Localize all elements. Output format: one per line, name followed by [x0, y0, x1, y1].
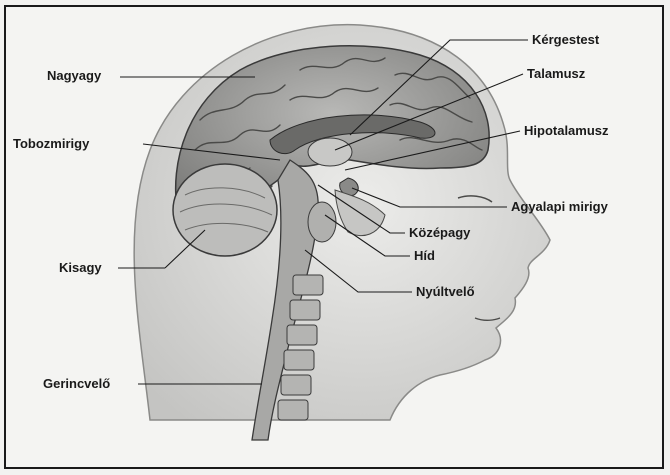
label-talamusz: Talamusz — [527, 66, 585, 82]
pons-shape — [308, 202, 336, 242]
label-hid: Híd — [414, 248, 435, 264]
thalamus-shape — [308, 138, 352, 166]
label-agyalapi-mirigy: Agyalapi mirigy — [511, 199, 608, 215]
label-kozepagy: Középagy — [409, 225, 470, 241]
label-tobozmirigy: Tobozmirigy — [13, 136, 89, 152]
label-nyultvelo: Nyúltvelő — [416, 284, 475, 300]
label-kisagy: Kisagy — [59, 260, 102, 276]
cerebellum-shape — [173, 164, 277, 256]
label-kergestest: Kérgestest — [532, 32, 599, 48]
label-nagyagy: Nagyagy — [47, 68, 101, 84]
label-hipotalamusz: Hipotalamusz — [524, 123, 609, 139]
label-gerincvelo: Gerincvelő — [43, 376, 110, 392]
